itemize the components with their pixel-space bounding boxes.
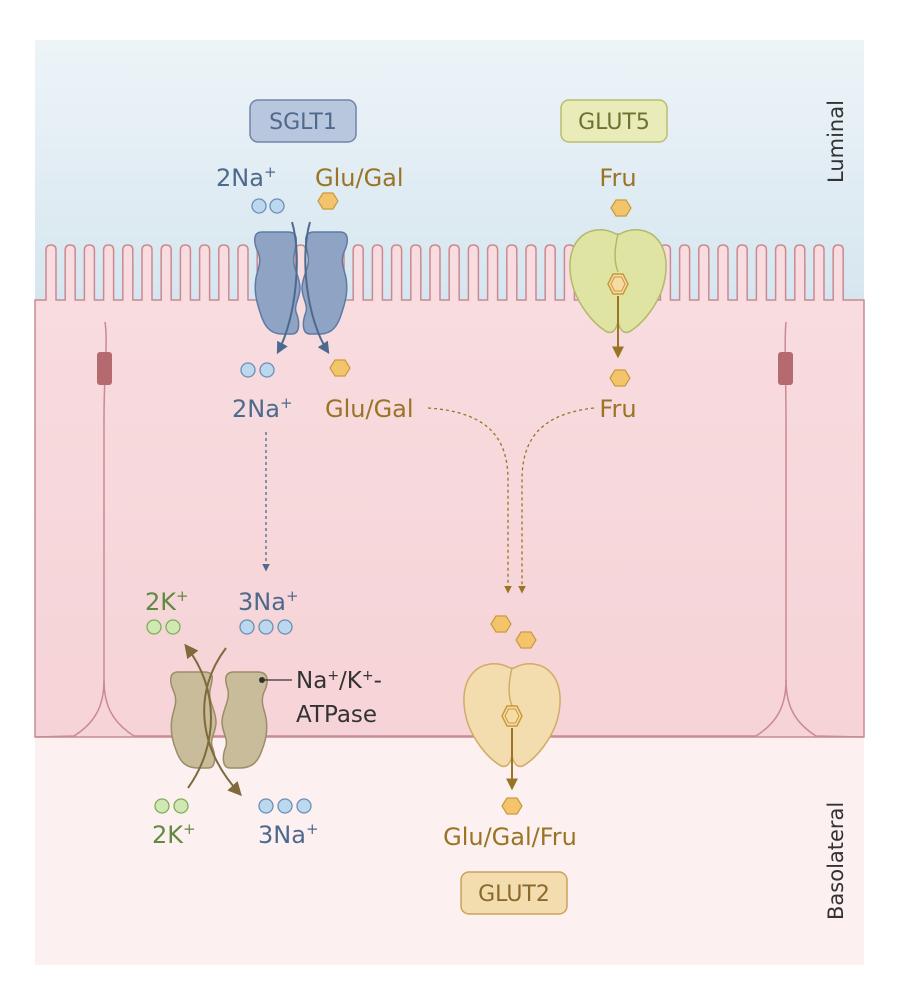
sodium-ions-basolateral <box>258 798 312 814</box>
sglt1-label-box <box>249 99 357 143</box>
fructose-molecule-cytosol <box>609 369 631 387</box>
glu-gal-fru-label: Glu/Gal/Fru <box>443 823 577 851</box>
glut2-label-box <box>460 871 568 915</box>
potassium-in-arrow <box>184 643 212 789</box>
sugar-molecule-lumen-sglt1 <box>317 192 339 210</box>
lateral-membrane-left-b <box>103 679 135 737</box>
basolateral-label: Basolateral <box>824 802 848 920</box>
glucose-galactose-cytosol-label: Glu/Gal <box>325 395 414 423</box>
cell-body <box>34 244 865 738</box>
sodium-out-arrow <box>203 647 242 797</box>
glut5-label-box <box>560 99 668 143</box>
glut2-transporter <box>463 662 561 768</box>
tight-junction-left <box>97 352 112 385</box>
sodium-path-arrow <box>276 221 298 355</box>
glut5-label: GLUT5 <box>578 110 650 135</box>
sodium-ions-lumen <box>251 198 285 214</box>
fructose-diffusion-arrow <box>518 407 595 594</box>
pump-label-dot <box>259 677 265 683</box>
glut2-label: GLUT2 <box>478 882 550 907</box>
fructose-molecule-lumen <box>610 199 632 217</box>
glucose-diffusion-arrow <box>427 407 512 594</box>
sodium-ions-cytosol <box>240 362 275 378</box>
potassium-ions-basolateral <box>154 798 189 814</box>
potassium-ions-cytosol <box>146 619 181 635</box>
lateral-membrane-left <box>34 321 107 738</box>
glut5-transporter <box>569 228 667 334</box>
pump-label-line2: ATPase <box>296 702 377 728</box>
sugar-molecules-near-glut2 <box>490 615 537 649</box>
luminal-label: Luminal <box>824 100 848 183</box>
fructose-cytosol-label: Fru <box>599 395 636 423</box>
tight-junction-right <box>778 352 793 385</box>
fructose-lumen-label: Fru <box>599 164 636 192</box>
sodium-ions-pump-cytosol <box>239 619 293 635</box>
sugar-path-arrow <box>304 221 330 355</box>
lateral-membrane-right <box>784 321 865 738</box>
sugar-molecule-cytosol-sglt1 <box>329 359 351 377</box>
sglt1-transporter <box>254 231 348 335</box>
sugar-molecule-basolateral <box>501 797 523 815</box>
sglt1-label: SGLT1 <box>269 110 337 135</box>
lateral-membrane-right-b <box>755 679 787 737</box>
glucose-galactose-lumen-label: Glu/Gal <box>315 164 404 192</box>
